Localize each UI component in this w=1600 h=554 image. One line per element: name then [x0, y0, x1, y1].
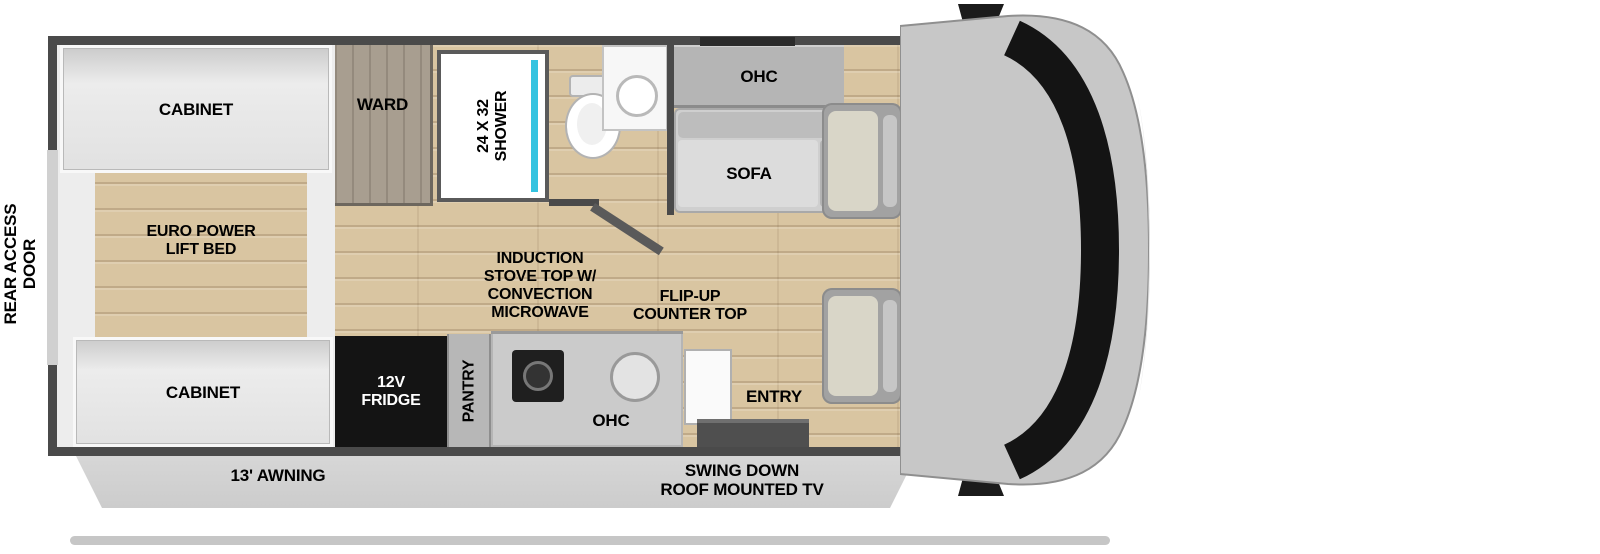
fridge: 12V FRIDGE — [335, 336, 447, 447]
captain-seat-driver — [822, 288, 902, 404]
cabinet-top-label: CABINET — [158, 99, 234, 119]
rv-body: CABINET CABINET EURO POWER LIFT BED WARD… — [48, 36, 910, 456]
rear-access-door-label: REAR ACCESS DOOR — [1, 203, 39, 325]
lift-bed-label: EURO POWER LIFT BED — [146, 223, 256, 258]
induction-stove-label: INDUCTION STOVE TOP W/ CONVECTION MICROW… — [483, 250, 597, 321]
bedroom-floor — [95, 158, 307, 354]
kitchen-sink-icon — [610, 352, 660, 402]
rear-door — [47, 150, 58, 365]
bedroom-cabinet-top: CABINET — [60, 45, 332, 173]
windshield — [1003, 20, 1120, 480]
bath-door — [590, 203, 664, 256]
sofa-label: SOFA — [726, 164, 772, 183]
pantry: PANTRY — [447, 334, 491, 447]
flip-up-counter — [684, 349, 732, 425]
entry-step — [697, 419, 809, 447]
bedroom-cabinet-bottom: CABINET — [73, 337, 333, 447]
pantry-label: PANTRY — [460, 359, 477, 422]
underbody-line — [70, 536, 1110, 545]
fridge-label: 12V FRIDGE — [361, 373, 421, 409]
kitchen-counter: OHC — [491, 331, 683, 447]
wardrobe: WARD — [335, 45, 433, 206]
shower-label: 24 X 32 SHOWER — [475, 90, 510, 162]
ohc-top: OHC — [674, 45, 844, 108]
stove-icon — [512, 350, 564, 402]
cab — [900, 4, 1151, 496]
cab-front-cap — [1136, 88, 1150, 412]
shower-glass — [531, 60, 538, 192]
cabinet-bottom-label: CABINET — [165, 382, 241, 402]
captain-seat-passenger — [822, 103, 902, 219]
entry-label: ENTRY — [746, 387, 802, 406]
sink-icon — [616, 75, 658, 117]
bath-wall-stub — [549, 199, 599, 206]
bedroom-area: CABINET CABINET EURO POWER LIFT BED — [57, 45, 335, 447]
flip-up-counter-label: FLIP-UP COUNTER TOP — [633, 288, 747, 323]
kitchen-ohc-label: OHC — [592, 411, 630, 430]
roof-tv-label: SWING DOWN ROOF MOUNTED TV — [660, 461, 824, 499]
bath-wall — [667, 45, 674, 215]
awning-label: 13' AWNING — [230, 466, 326, 485]
sofa: SOFA — [674, 108, 844, 213]
ward-label: WARD — [356, 94, 409, 114]
roof-vent — [700, 37, 795, 46]
awning-bar — [72, 448, 920, 508]
shower-stall: 24 X 32 SHOWER — [437, 50, 549, 202]
ohc-top-label: OHC — [740, 67, 778, 86]
bath-sink — [602, 45, 668, 131]
